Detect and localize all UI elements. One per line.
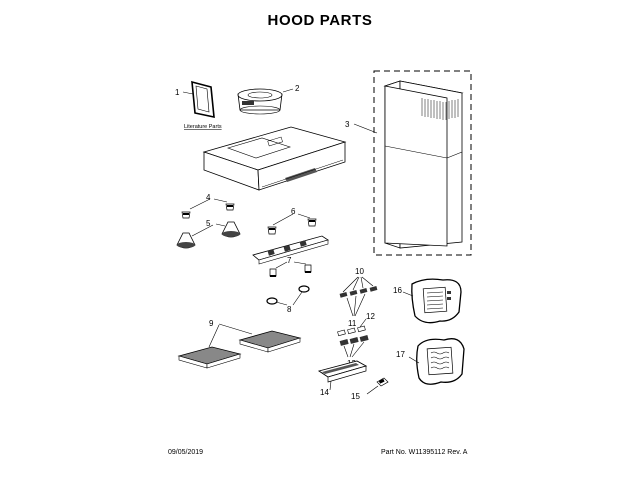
callout-14: 14 <box>320 388 329 397</box>
control-panel-part[interactable] <box>408 338 465 385</box>
switch-part-13[interactable] <box>339 335 369 358</box>
switch-knob-parts[interactable] <box>339 276 378 298</box>
callout-17: 17 <box>396 350 405 359</box>
switch-part-12[interactable] <box>337 318 367 337</box>
document-date: 09/05/2019 <box>168 449 204 456</box>
socket-parts-6[interactable] <box>267 213 317 235</box>
callout-12: 12 <box>366 312 375 321</box>
callout-4: 4 <box>206 193 211 202</box>
callout-15: 15 <box>351 392 360 401</box>
literature-parts-label: Literature Parts <box>184 124 222 130</box>
blower-motor-part[interactable] <box>237 88 294 115</box>
callout-8: 8 <box>287 305 292 314</box>
bulb-parts-7[interactable] <box>269 261 312 277</box>
grease-filter-parts[interactable] <box>177 323 302 369</box>
callout-11: 11 <box>348 319 357 328</box>
callout-7: 7 <box>287 256 292 265</box>
callout-3: 3 <box>345 120 350 129</box>
switch-part-11[interactable] <box>346 293 366 317</box>
light-bracket-rail <box>252 235 329 265</box>
callout-2: 2 <box>295 84 300 93</box>
callout-10: 10 <box>355 267 364 276</box>
control-panel-overlay-part[interactable] <box>402 278 462 324</box>
chimney-part[interactable] <box>353 70 472 256</box>
light-bulb-parts[interactable] <box>176 221 241 249</box>
light-lens-parts[interactable] <box>266 285 310 306</box>
callout-5: 5 <box>206 219 211 228</box>
callout-16: 16 <box>393 286 402 295</box>
callout-9: 9 <box>209 319 214 328</box>
page-title: HOOD PARTS <box>267 12 373 29</box>
bulb-socket-parts[interactable] <box>181 198 235 219</box>
screw-part[interactable] <box>366 377 389 395</box>
callout-1: 1 <box>175 88 180 97</box>
part-number: Part No. W11395112 Rev. A <box>381 449 468 456</box>
control-housing-part[interactable] <box>317 360 368 391</box>
literature-booklet-part[interactable] <box>182 80 215 119</box>
hood-body <box>202 126 347 191</box>
callout-6: 6 <box>291 207 296 216</box>
